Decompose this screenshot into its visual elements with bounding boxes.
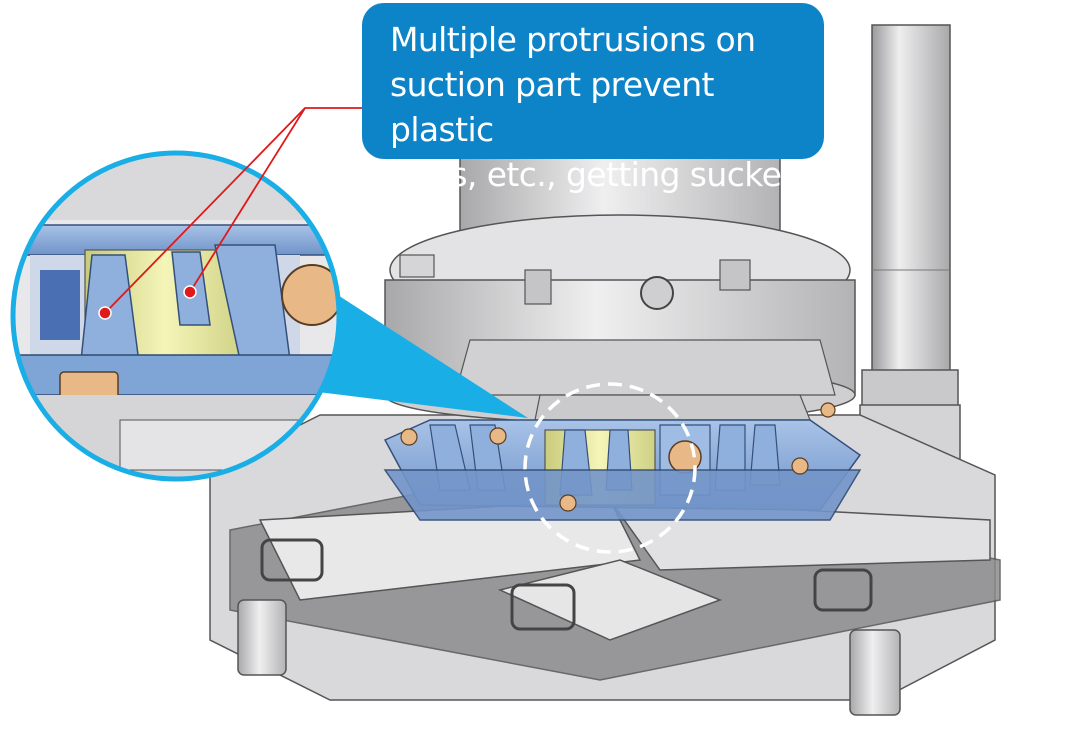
zoom-pointer	[318, 290, 528, 418]
marker-dot	[183, 285, 197, 299]
vertical-pipe	[859, 24, 961, 476]
suction-part	[383, 402, 862, 521]
zoom-ring	[10, 150, 342, 482]
callout-text: Multiple protrusions on suction part pre…	[390, 20, 802, 239]
leader-lines	[104, 107, 362, 314]
marker-dot	[98, 306, 112, 320]
callout-box: Multiple protrusions on suction part pre…	[362, 3, 824, 239]
highlight-circle	[523, 382, 697, 554]
